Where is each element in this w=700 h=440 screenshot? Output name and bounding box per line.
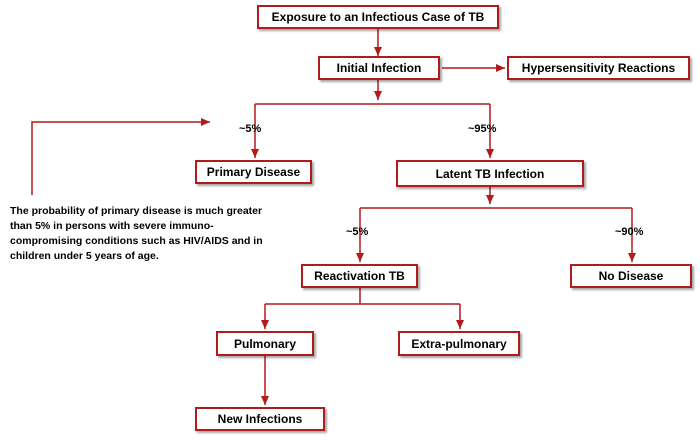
node-initial-infection: Initial Infection (318, 56, 440, 80)
pct-reactivation: ~5% (346, 226, 369, 238)
node-new-infections: New Infections (195, 407, 325, 431)
pct-no-disease: ~90% (615, 226, 644, 238)
pct-primary: ~5% (239, 123, 262, 135)
node-primary-disease: Primary Disease (195, 160, 312, 184)
node-latent-tb-infection: Latent TB Infection (396, 160, 584, 187)
note-pointer-line (31, 118, 210, 195)
note-text: The probability of primary disease is mu… (10, 205, 263, 262)
node-extra-pulmonary: Extra-pulmonary (398, 331, 520, 356)
node-exposure: Exposure to an Infectious Case of TB (257, 5, 499, 29)
node-reactivation-tb: Reactivation TB (301, 264, 418, 288)
pct-latent: ~95% (468, 123, 497, 135)
node-no-disease: No Disease (570, 264, 692, 288)
node-pulmonary: Pulmonary (216, 331, 314, 356)
node-hypersensitivity-reactions: Hypersensitivity Reactions (507, 56, 690, 80)
